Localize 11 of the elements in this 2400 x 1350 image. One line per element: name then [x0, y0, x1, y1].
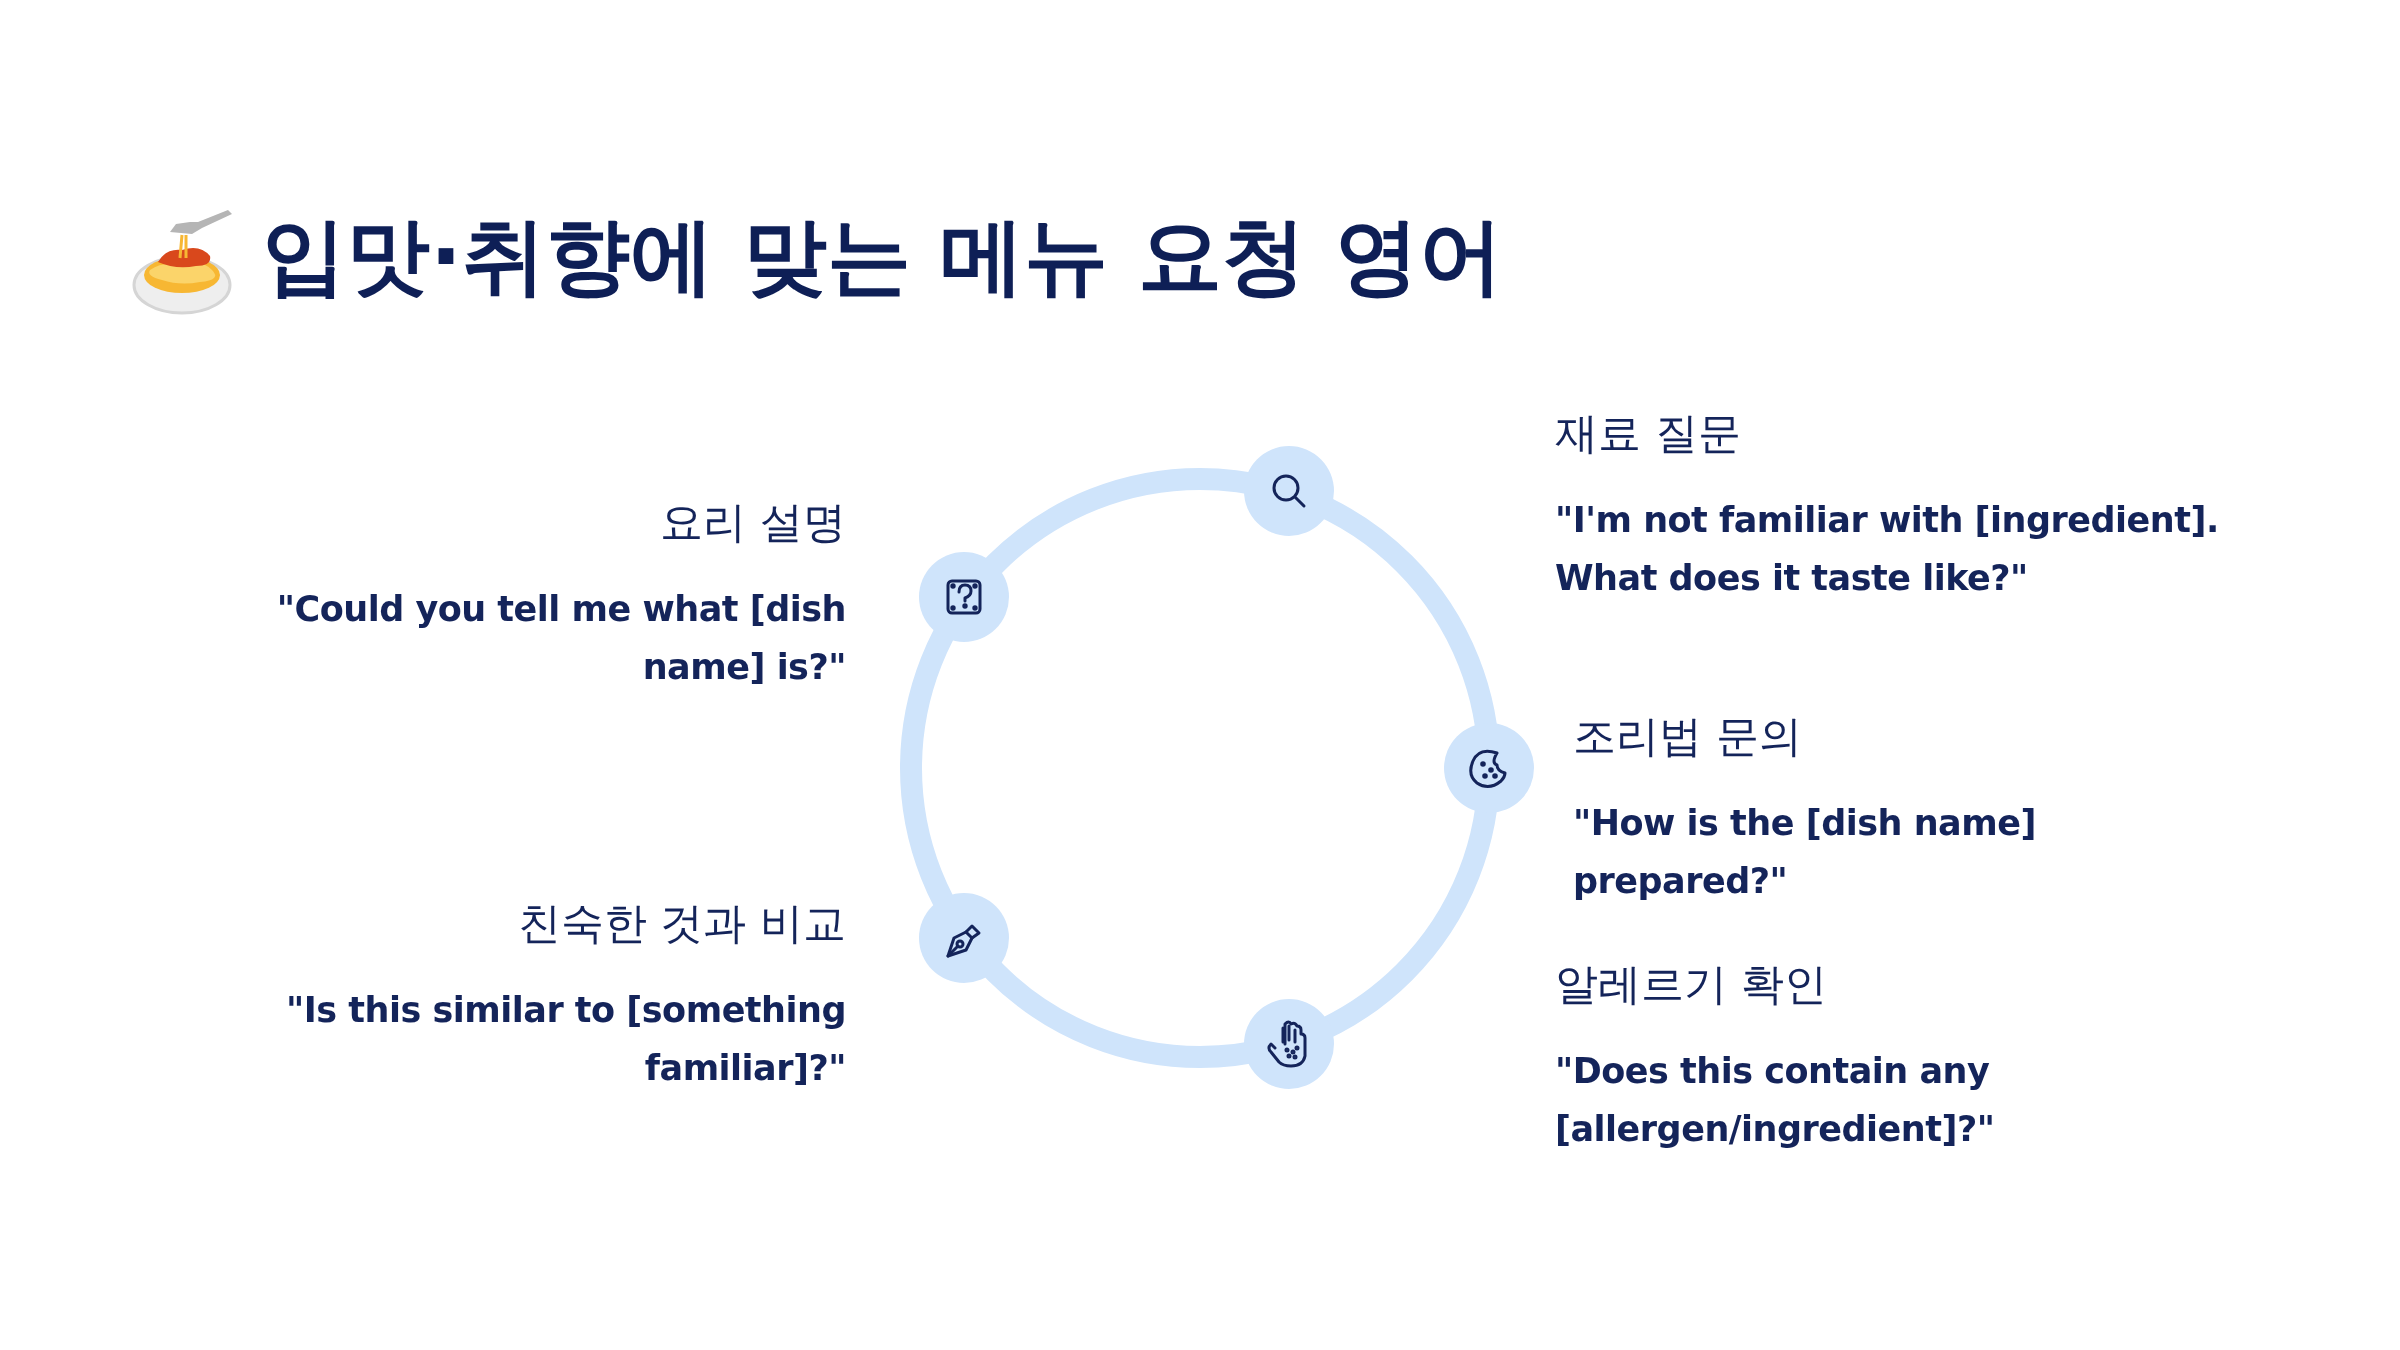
example-sentence: "Is this similar to [something familiar]?"	[285, 989, 846, 1090]
section-heading: 알레르기 확인	[1555, 958, 1828, 1011]
example-sentence: "Does this contain any [allergen/ingredient]?"	[1555, 1050, 1996, 1151]
example-sentence: "I'm not familiar with [ingredient]. What does it taste like?"	[1555, 499, 2220, 600]
section-heading: 요리 설명	[659, 496, 846, 549]
example-sentence: "Could you tell me what [dish name] is?"	[275, 588, 846, 689]
section-heading: 조리법 문의	[1573, 710, 1803, 763]
section-heading: 재료 질문	[1555, 407, 1742, 460]
title: 입맛·취향에 맞는 메뉴 요청 영어	[262, 206, 1503, 307]
section-heading: 친숙한 것과 비교	[516, 897, 846, 950]
example-sentence: "How is the [dish name] prepared?"	[1573, 802, 2037, 903]
